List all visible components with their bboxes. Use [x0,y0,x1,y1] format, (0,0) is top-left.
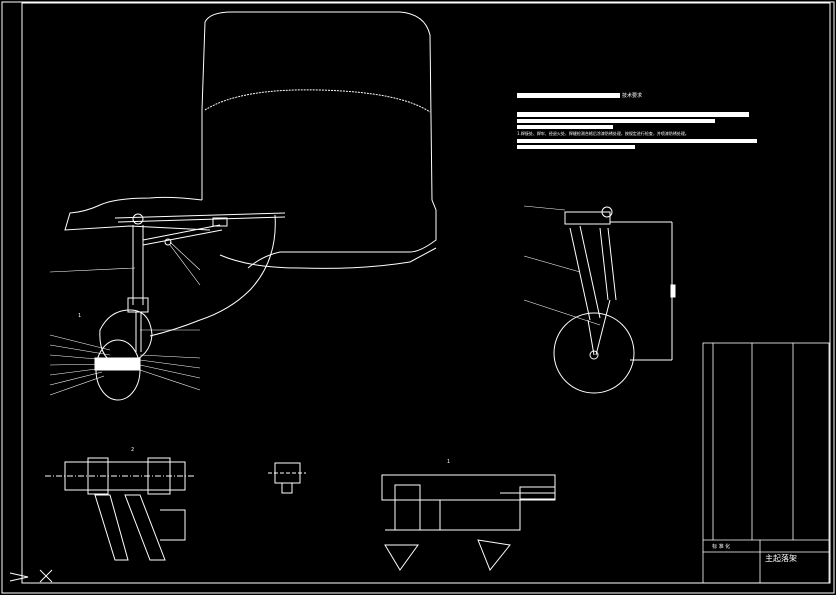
notes-bar-1 [517,112,749,117]
section-mark-2: 2 [131,447,135,453]
title-block-label: 标 准 化 [712,544,731,550]
notes-heading: 技术要求 [622,93,643,99]
left-landing-gear [94,212,286,401]
corner-origin-mark [9,569,53,583]
title-block [702,342,830,584]
detail-view-1 [45,457,195,561]
section-mark-3: 1 [447,459,451,465]
section-mark-1: 1 [78,313,82,319]
left-leader-lines [49,241,201,396]
notes-heading-bar [517,93,620,98]
inner-border [21,2,831,584]
notes-bar-4 [517,139,757,143]
fuselage-outline [64,11,437,337]
detail-view-2 [268,462,306,494]
notes-bar-2 [517,119,715,123]
notes-bar-3 [517,125,613,129]
detail-view-3 [381,474,556,571]
notes-line: 1.焊接处、焊牢、经退火处、焊缝检测合格后涂漆防锈处理，按规定进行检查，并喷漆防… [517,131,689,136]
notes-bar-5 [517,145,635,149]
drawing-title: 主起落架 [765,554,797,563]
right-gear-side-view [553,206,676,394]
right-leader-lines [523,205,601,326]
